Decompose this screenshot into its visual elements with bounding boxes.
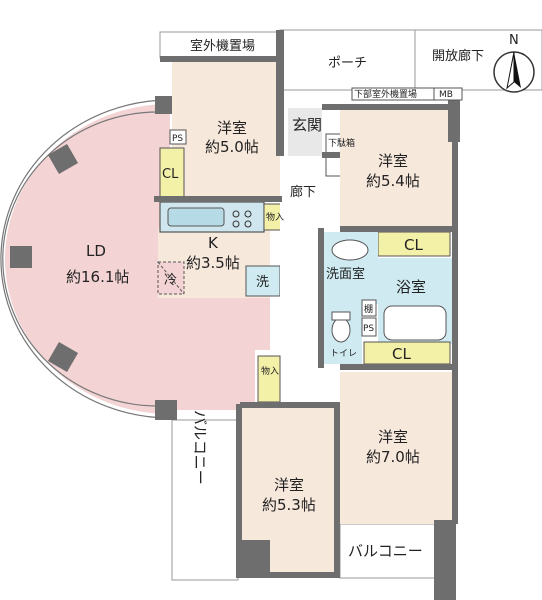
shelf	[361, 299, 377, 317]
hallway-label: 廊下	[290, 184, 316, 200]
ps-top	[169, 129, 187, 145]
storage-kitchen-label: 物入	[266, 211, 284, 223]
hallway-area	[280, 156, 322, 418]
western-right-name: 洋室	[378, 152, 408, 170]
shoe-box-label: 下駄箱	[328, 137, 355, 149]
western-bottom-name: 洋室	[274, 476, 304, 494]
western-room-lower-right	[340, 372, 452, 524]
cl-top-label: CL	[162, 167, 179, 182]
entrance-area	[288, 108, 322, 156]
washer-label: 洗	[256, 275, 269, 290]
kitchen-name: K	[208, 234, 219, 252]
walls	[154, 30, 460, 600]
western-lower-right-name: 洋室	[378, 428, 408, 446]
open-corridor-label: 開放廊下	[432, 48, 484, 64]
western-right-size: 約5.4帖	[366, 172, 420, 190]
western-top-name: 洋室	[217, 119, 247, 137]
compass: N	[493, 33, 535, 93]
toilet-label: トイレ	[330, 349, 357, 359]
washroom-label: 洗面室	[326, 266, 365, 282]
outdoor-unit-top-label: 室外機置場	[190, 38, 255, 54]
balcony-left-label: バルコニー	[191, 410, 209, 485]
porch-label: ポーチ	[328, 56, 367, 71]
bath-label: 浴室	[396, 278, 426, 296]
shelf-label: 棚	[364, 303, 373, 315]
north-label: N	[509, 33, 519, 48]
western-bottom-size: 約5.3帖	[262, 496, 316, 514]
entrance-label: 玄関	[292, 116, 322, 134]
kitchen-size: 約3.5帖	[186, 254, 240, 272]
mb-label: MB	[439, 90, 453, 100]
western-room-top	[172, 62, 280, 200]
cl-right-label: CL	[404, 236, 423, 254]
storage-hall-label: 物入	[261, 365, 279, 377]
ps-right-label: PS	[363, 324, 374, 334]
ps-top-label: PS	[172, 134, 183, 144]
balcony-left-area	[171, 419, 239, 581]
lower-outdoor-unit-label: 下部室外機置場	[354, 88, 417, 100]
ld-size: 約16.1帖	[66, 268, 129, 286]
balcony-right-label: バルコニー	[348, 542, 423, 560]
western-room-right	[340, 108, 452, 232]
ld-room	[170, 104, 270, 410]
ps-right	[361, 317, 377, 337]
ld-room-arc	[5, 104, 170, 414]
cl-lower-label: CL	[392, 345, 411, 363]
ld-name: LD	[86, 242, 106, 260]
western-top-size: 約5.0帖	[205, 138, 259, 156]
washer-space	[245, 265, 281, 297]
western-lower-right-size: 約7.0帖	[366, 448, 420, 466]
outdoor-unit-area-top	[159, 31, 279, 59]
cl-top	[159, 147, 185, 201]
fridge-label: 冷	[164, 273, 177, 288]
porch-area	[279, 29, 416, 91]
storage-hall	[257, 355, 281, 403]
